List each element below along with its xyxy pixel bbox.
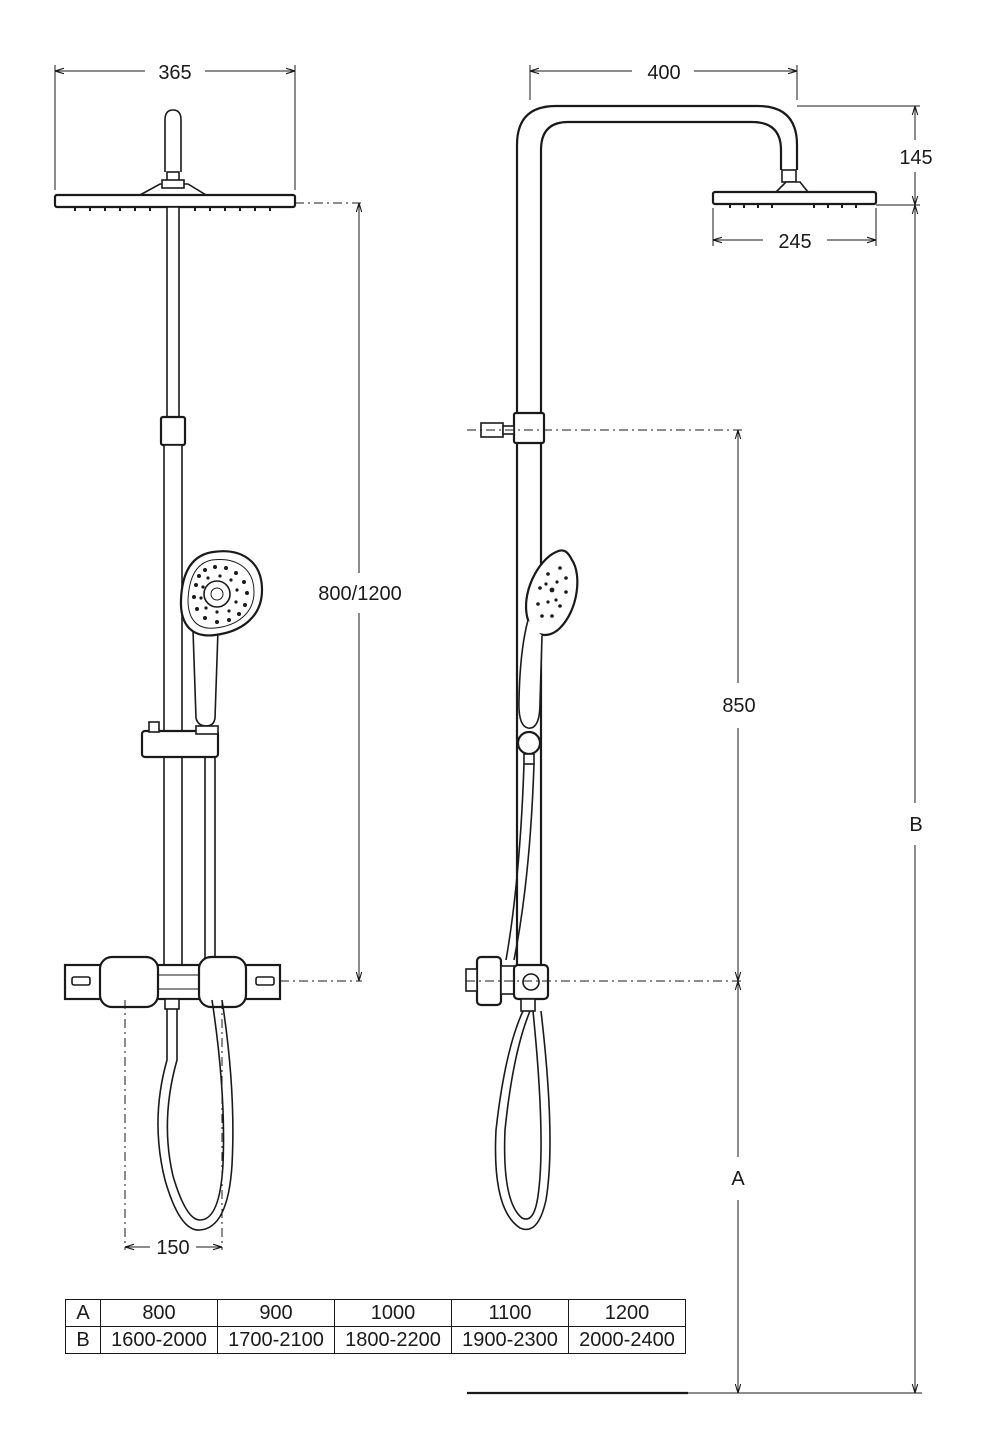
front-slider-bracket: [140, 729, 220, 759]
front-upper-pipe: [166, 206, 180, 418]
table-cell: 1100: [451, 1299, 569, 1327]
table-cell: 1700-2100: [217, 1326, 335, 1354]
table-row-label: B: [65, 1326, 101, 1354]
dimension-side-bracket-height: 850: [722, 695, 755, 717]
table-row-label: A: [65, 1299, 101, 1327]
front-lower-pipe: [163, 444, 183, 966]
table-cell: 800: [100, 1299, 218, 1327]
table-cell: 1200: [568, 1299, 686, 1327]
table-cell: 2000-2400: [568, 1326, 686, 1354]
front-overhead-shower: [53, 193, 297, 209]
dimension-side-label-a: A: [731, 1168, 745, 1190]
side-riser-arm: [515, 104, 799, 980]
dimension-front-head-width: 365: [158, 62, 191, 84]
dimension-front-bar-height: 800/1200: [318, 583, 401, 605]
size-table: A 800 900 1000 1100 1200 B 1600-2000 170…: [65, 1299, 686, 1354]
side-view: [465, 65, 922, 1395]
dimension-side-label-b: B: [909, 814, 922, 836]
table-cell: 1900-2300: [451, 1326, 569, 1354]
front-hand-shower: [192, 629, 219, 727]
table-cell: 1600-2000: [100, 1326, 218, 1354]
table-cell: 900: [217, 1299, 335, 1327]
side-hand-shower: [525, 549, 579, 637]
table-row-a: A 800 900 1000 1100 1200: [65, 1299, 686, 1327]
front-view: [53, 65, 362, 1250]
dimension-side-head-width: 245: [778, 231, 811, 253]
dimension-front-hose-spacing: 150: [156, 1237, 189, 1259]
dimension-side-arm-reach: 400: [647, 62, 680, 84]
table-cell: 1800-2200: [334, 1326, 452, 1354]
table-row-b: B 1600-2000 1700-2100 1800-2200 1900-230…: [65, 1326, 686, 1354]
table-cell: 1000: [334, 1299, 452, 1327]
front-thermostatic-mixer: [63, 963, 282, 1001]
side-overhead-shower: [711, 190, 878, 206]
dimension-side-head-drop: 145: [899, 147, 932, 169]
